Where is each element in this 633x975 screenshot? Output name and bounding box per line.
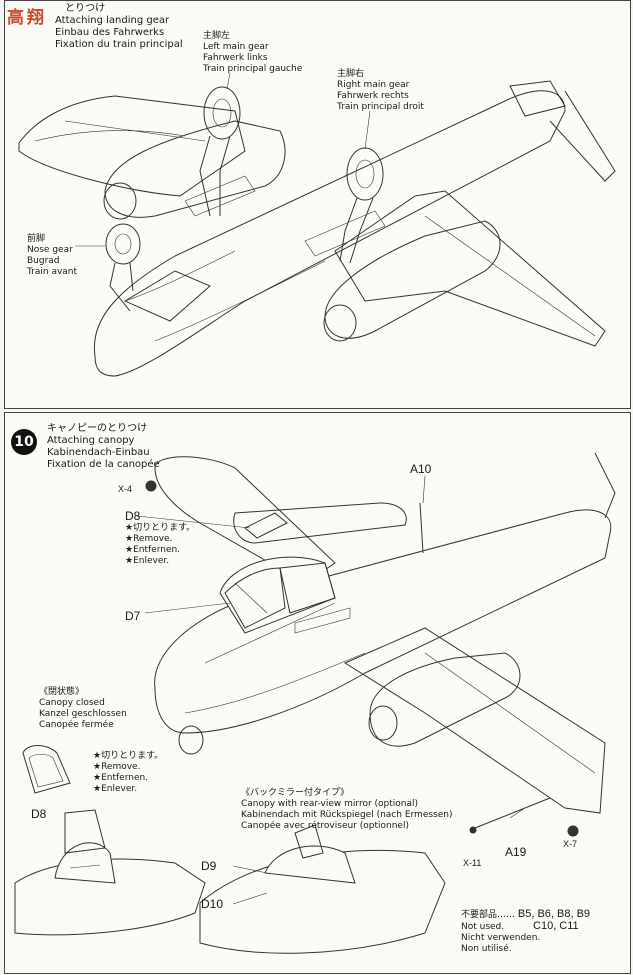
remove-note-2: ★切りとります。 ★Remove. ★Entfernen. ★Enlever. [93,751,164,794]
landing-gear-illustration [18,72,616,377]
step-9-panel: 高翔 とりつけ Attaching landing gear Einbau de… [4,0,631,409]
part-label-d7: D7 [125,609,141,623]
part-label-a10: A10 [410,462,432,476]
part-label-d10: D10 [201,897,224,911]
part-label-d8-closed: D8 [31,807,47,821]
step-10-panel: 10 キャノピーのとりつけ Attaching canopy Kabinenda… [4,412,631,974]
part-label-x7: X-7 [563,839,578,849]
part-label-a19: A19 [505,845,527,859]
not-used-note: 不要部品…… B5, B6, B8, B9 Not used. C10, C11… [461,908,591,955]
right-main-gear-label: 主脚右 Right main gear Fahrwerk rechts Trai… [337,69,424,112]
part-label-d9: D9 [201,859,217,873]
nose-gear-label: 前脚 Nose gear Bugrad Train avant [27,234,78,277]
mirror-canopy-label: 《バックミラー付タイプ》 Canopy with rear-view mirro… [241,788,453,831]
canopy-closed-label: 《閉状態》 Canopy closed Kanzel geschlossen C… [39,687,127,730]
watermark-logo: 高翔 [7,8,44,28]
step-10-title: キャノピーのとりつけ Attaching canopy Kabinendach-… [47,423,160,470]
part-label-x4: X-4 [118,484,133,494]
left-main-gear-label: 主脚左 Left main gear Fahrwerk links Train … [203,31,303,74]
remove-note: ★切りとります。 ★Remove. ★Entfernen. ★Enlever. [125,523,196,566]
canopy-illustration [14,452,616,954]
part-label-x11: X-11 [463,858,482,868]
step-9-title: とりつけ Attaching landing gear Einbau des F… [55,3,183,50]
part-label-d8: D8 [125,509,141,523]
step-10-number: 10 [11,429,37,455]
